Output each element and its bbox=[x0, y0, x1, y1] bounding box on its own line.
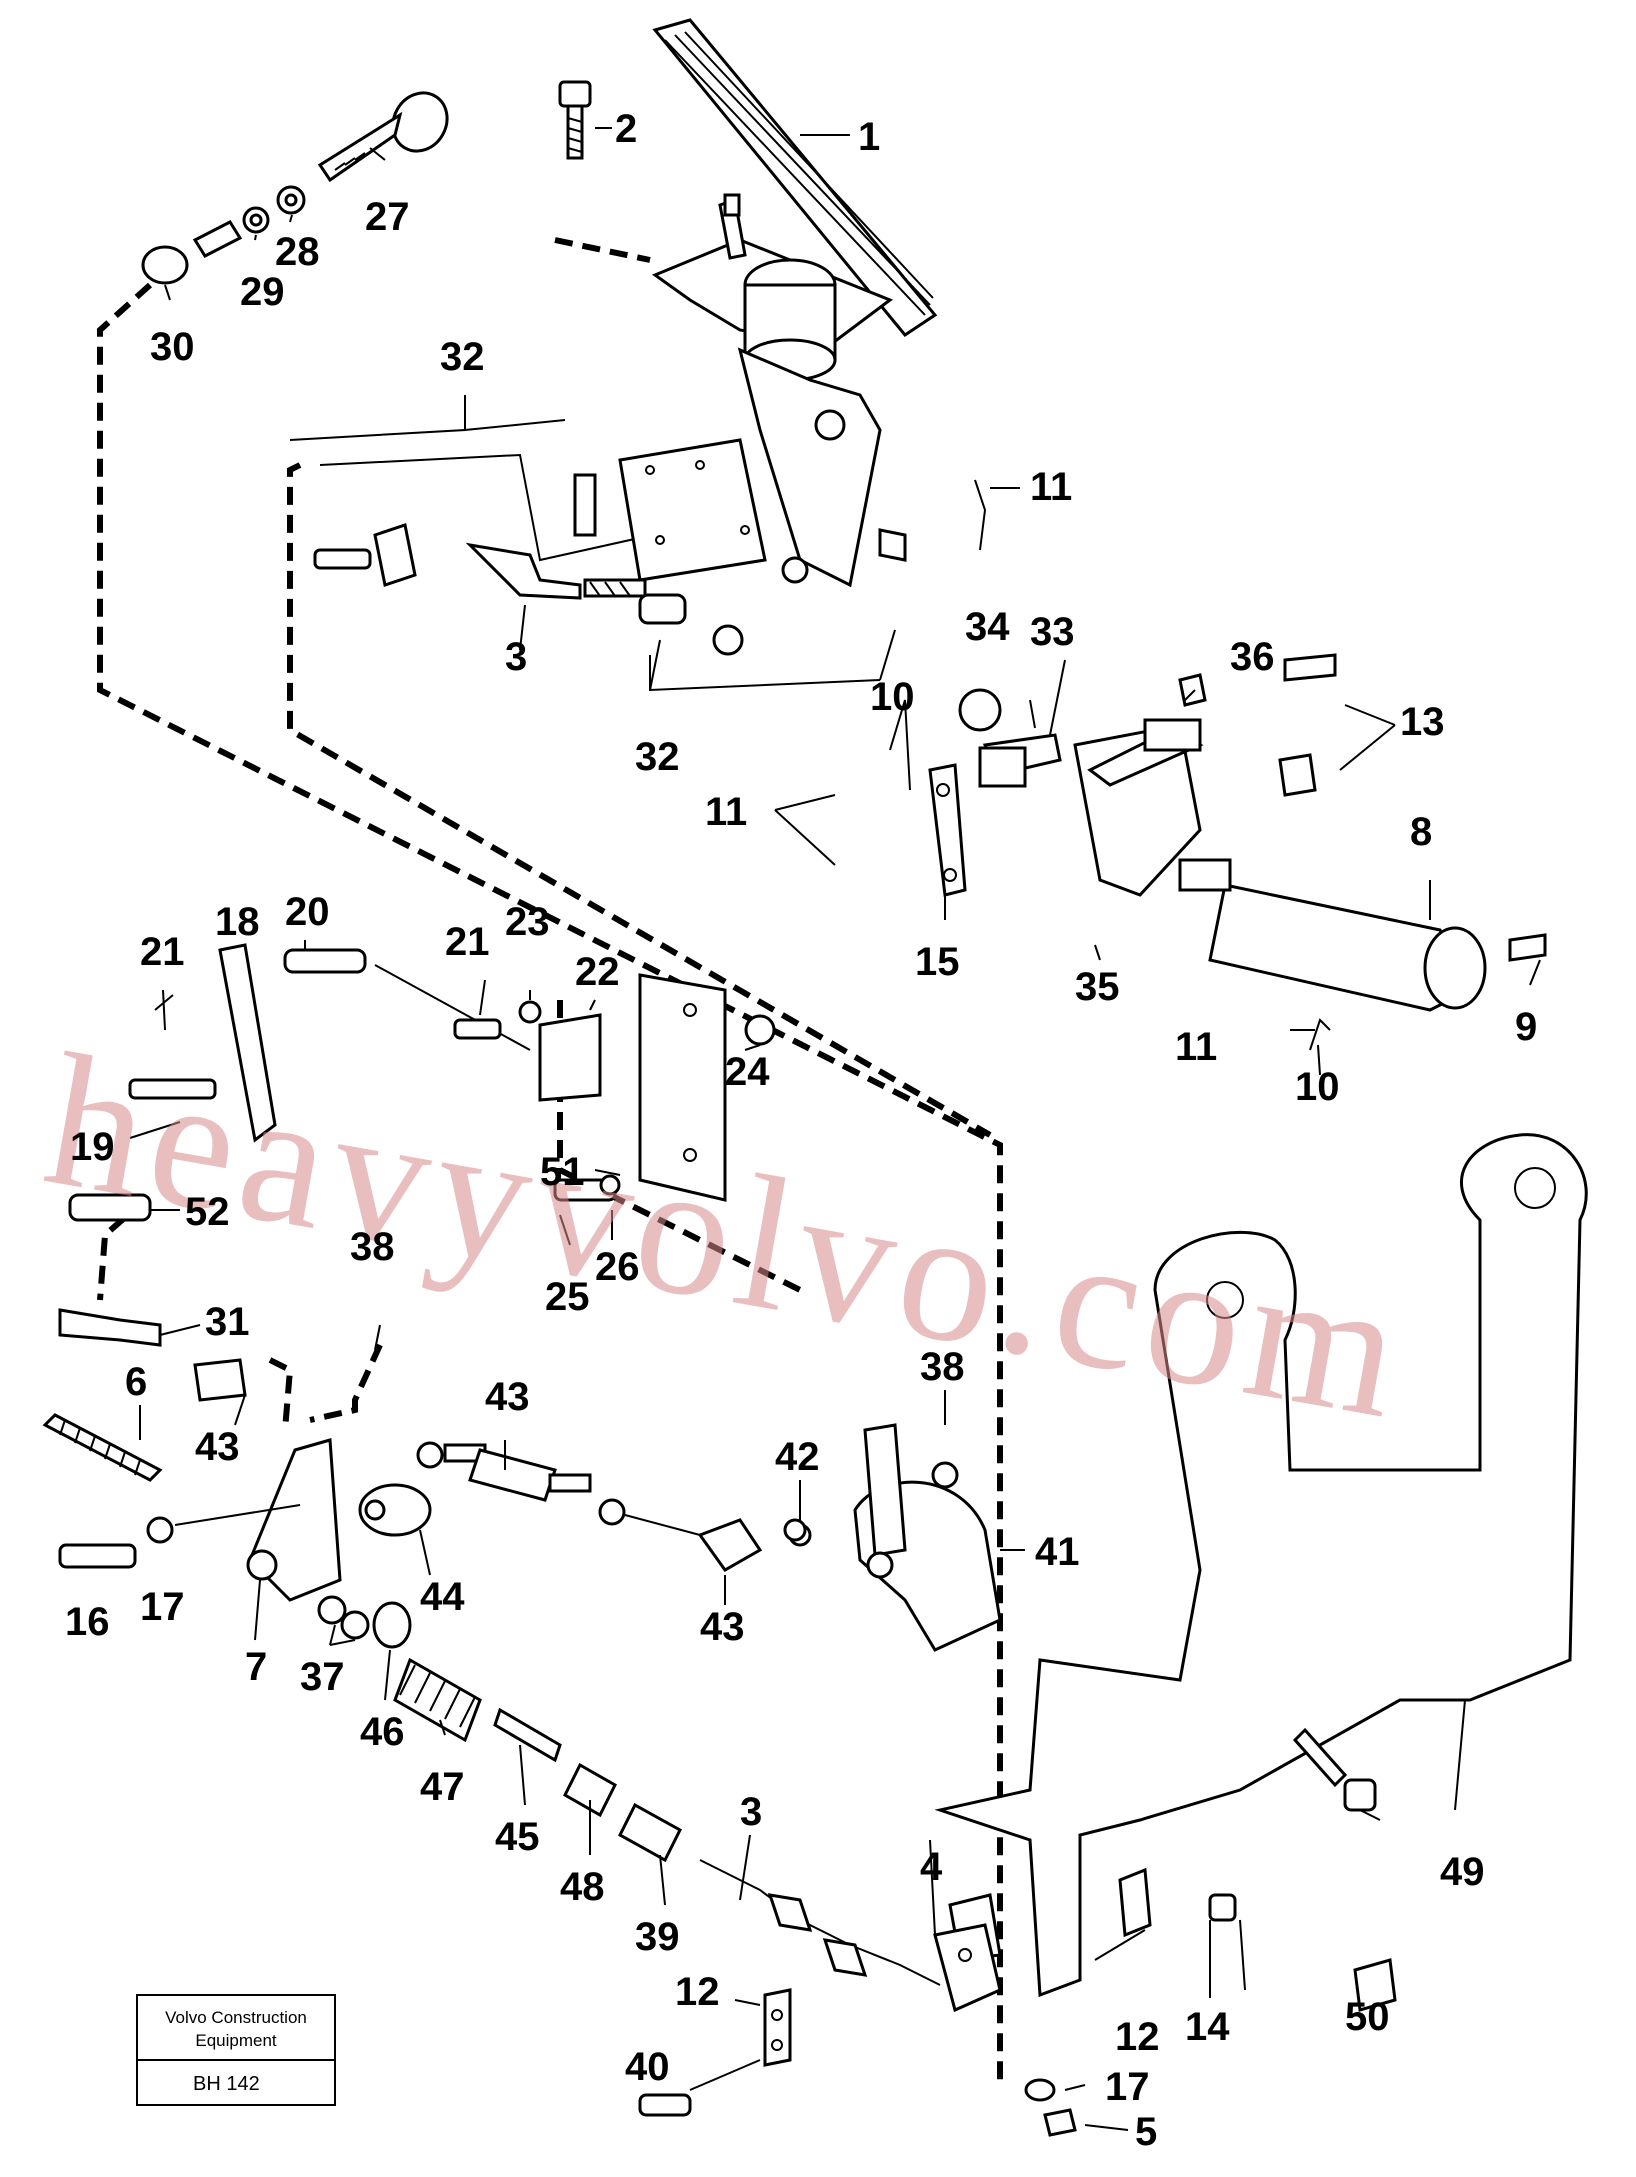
label-21-mid: 21 bbox=[445, 920, 490, 964]
label-22: 22 bbox=[575, 950, 620, 994]
label-3-top: 3 bbox=[505, 635, 527, 679]
label-6: 6 bbox=[125, 1360, 147, 1404]
lower-brackets bbox=[638, 1923, 1077, 2137]
cylinder-8-assembly bbox=[928, 653, 1547, 1012]
label-31: 31 bbox=[205, 1300, 250, 1344]
label-12-left: 12 bbox=[675, 1970, 720, 2014]
label-24: 24 bbox=[725, 1050, 770, 1094]
label-12-right: 12 bbox=[1115, 2015, 1160, 2059]
label-52: 52 bbox=[185, 1190, 230, 1234]
label-2: 2 bbox=[615, 107, 637, 151]
leader-lines bbox=[129, 127, 1541, 2131]
label-14: 14 bbox=[1185, 2005, 1230, 2049]
label-43-bottom: 43 bbox=[700, 1605, 745, 1649]
label-10-top: 10 bbox=[870, 675, 915, 719]
title-block-line1: Volvo Construction bbox=[165, 2008, 307, 2027]
label-45: 45 bbox=[495, 1815, 540, 1859]
label-38-left: 38 bbox=[350, 1225, 395, 1269]
label-8: 8 bbox=[1410, 810, 1432, 854]
label-20: 20 bbox=[285, 890, 330, 934]
label-50: 50 bbox=[1345, 1995, 1390, 2039]
part-labels: 1 2 27 28 29 30 32 11 3 32 34 33 36 13 1… bbox=[65, 107, 1537, 2154]
label-27: 27 bbox=[365, 195, 410, 239]
label-4: 4 bbox=[920, 1845, 943, 1889]
label-51: 51 bbox=[540, 1150, 585, 1194]
label-42: 42 bbox=[775, 1435, 820, 1479]
label-26: 26 bbox=[595, 1245, 640, 1289]
title-block-line2: Equipment bbox=[195, 2031, 277, 2050]
label-28: 28 bbox=[275, 230, 320, 274]
pedal-linkage-32 bbox=[313, 438, 987, 656]
knob-27 bbox=[141, 91, 449, 285]
label-23: 23 bbox=[505, 900, 550, 944]
label-9: 9 bbox=[1515, 1005, 1537, 1049]
label-30: 30 bbox=[150, 325, 195, 369]
label-34: 34 bbox=[965, 605, 1010, 649]
turnbuckle-43 bbox=[416, 1441, 812, 1572]
label-16: 16 bbox=[65, 1600, 110, 1644]
label-19: 19 bbox=[70, 1125, 115, 1169]
label-11-mid: 11 bbox=[705, 790, 747, 834]
title-block: Volvo Construction Equipment BH 142 bbox=[136, 1994, 336, 2106]
dashed-assembly-lines bbox=[97, 237, 1003, 2080]
title-block-code: BH 142 bbox=[193, 2073, 260, 2095]
accelerator-pedal bbox=[651, 18, 938, 588]
label-33: 33 bbox=[1030, 610, 1075, 654]
label-11-top: 11 bbox=[1030, 465, 1072, 509]
label-3-bottom: 3 bbox=[740, 1790, 762, 1834]
label-47: 47 bbox=[420, 1765, 465, 1809]
lever-bracket-assembly bbox=[128, 943, 776, 1202]
label-1: 1 bbox=[858, 115, 880, 159]
label-29: 29 bbox=[240, 270, 285, 314]
label-17-bottom: 17 bbox=[1105, 2065, 1150, 2109]
lever-7-group bbox=[58, 1438, 432, 1649]
label-36: 36 bbox=[1230, 635, 1275, 679]
label-41: 41 bbox=[1035, 1530, 1080, 1574]
label-21-left: 21 bbox=[140, 930, 185, 974]
label-7: 7 bbox=[245, 1645, 267, 1689]
label-32-bottom: 32 bbox=[635, 735, 680, 779]
spring-bracket-group bbox=[42, 1193, 247, 1482]
label-40: 40 bbox=[625, 2045, 670, 2089]
label-39: 39 bbox=[635, 1915, 680, 1959]
label-17-left: 17 bbox=[140, 1585, 185, 1629]
label-43-mid: 43 bbox=[485, 1375, 530, 1419]
label-13: 13 bbox=[1400, 700, 1445, 744]
label-37: 37 bbox=[300, 1655, 345, 1699]
label-11-right: 11 bbox=[1175, 1025, 1217, 1069]
label-44: 44 bbox=[420, 1575, 465, 1619]
label-46: 46 bbox=[360, 1710, 405, 1754]
housing-41 bbox=[783, 1423, 1002, 1652]
label-38-right: 38 bbox=[920, 1345, 965, 1389]
bolt-2 bbox=[558, 80, 592, 160]
frame-plate-49 bbox=[934, 1133, 1588, 2012]
label-32-top: 32 bbox=[440, 335, 485, 379]
label-43-left: 43 bbox=[195, 1425, 240, 1469]
label-10-bottom: 10 bbox=[1295, 1065, 1340, 1109]
label-5: 5 bbox=[1135, 2110, 1157, 2154]
label-18: 18 bbox=[215, 900, 260, 944]
label-15: 15 bbox=[915, 940, 960, 984]
label-35: 35 bbox=[1075, 965, 1120, 1009]
label-25: 25 bbox=[545, 1275, 590, 1319]
label-49: 49 bbox=[1440, 1850, 1485, 1894]
label-48: 48 bbox=[560, 1865, 605, 1909]
lower-cable-3 bbox=[393, 1657, 1002, 1986]
